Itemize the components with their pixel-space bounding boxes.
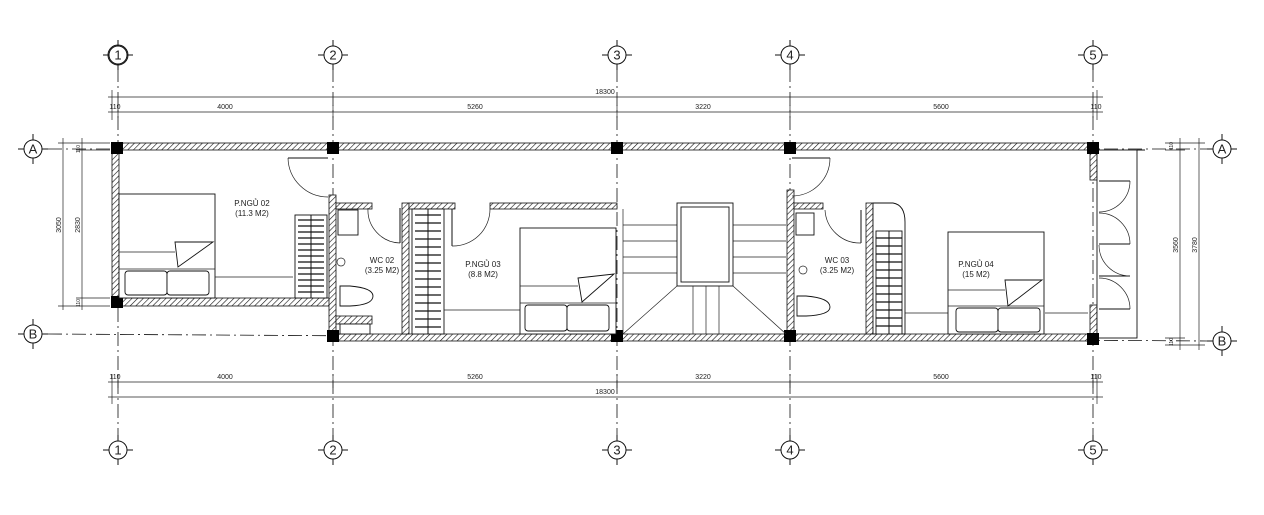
svg-text:2: 2 — [329, 443, 336, 458]
door-wc-02 — [367, 207, 401, 244]
room-name-wc-03: WC 03 — [825, 256, 850, 265]
svg-text:4: 4 — [786, 48, 793, 63]
axis-bubble-b-left: B — [18, 319, 48, 349]
bed-02 — [118, 193, 293, 299]
dimension-right: 3560 3780 110 110 — [1165, 138, 1205, 350]
bed-04 — [947, 231, 1045, 335]
svg-text:A: A — [1218, 142, 1227, 157]
axis-bubble-4: 4 — [775, 40, 805, 70]
door-bedroom-04 — [791, 157, 831, 197]
svg-text:B: B — [1218, 334, 1227, 349]
room-name-wc-02: WC 02 — [370, 256, 395, 265]
svg-text:3: 3 — [613, 48, 620, 63]
svg-text:2830: 2830 — [75, 217, 82, 233]
columns — [111, 142, 1099, 345]
wardrobe-03 — [411, 208, 520, 335]
svg-text:5260: 5260 — [467, 374, 483, 381]
svg-text:18300: 18300 — [595, 89, 615, 96]
svg-text:110: 110 — [109, 104, 120, 111]
room-area-bedroom-04: (15 M2) — [962, 270, 990, 279]
room-labels: P.NGỦ 02 (11.3 M2) WC 02 (3.25 M2) P.NGỦ… — [234, 199, 994, 279]
axis-bubble-5-bottom: 5 — [1078, 435, 1108, 465]
svg-text:2: 2 — [329, 48, 336, 63]
doors — [287, 157, 1131, 310]
svg-text:5: 5 — [1089, 443, 1096, 458]
svg-text:18300: 18300 — [595, 389, 615, 396]
dimension-top: 18300 110 4000 5260 3220 5600 110 — [108, 89, 1103, 120]
svg-text:5600: 5600 — [933, 374, 949, 381]
axis-bubble-2-bottom: 2 — [318, 435, 348, 465]
wardrobe-02 — [294, 214, 328, 299]
svg-text:110: 110 — [1169, 338, 1175, 346]
axis-bubble-4-bottom: 4 — [775, 435, 805, 465]
room-name-bedroom-02: P.NGỦ 02 — [234, 199, 270, 208]
svg-text:A: A — [29, 142, 38, 157]
staircase — [622, 202, 787, 335]
svg-text:3220: 3220 — [695, 104, 711, 111]
svg-text:3560: 3560 — [1173, 237, 1180, 253]
wardrobe-04 — [872, 202, 1088, 335]
svg-text:3050: 3050 — [56, 217, 63, 233]
wc-03-fixtures — [795, 212, 831, 317]
svg-text:1: 1 — [114, 48, 121, 63]
axis-bubble-1-bottom: 1 — [103, 435, 133, 465]
axis-bubble-5: 5 — [1078, 40, 1108, 70]
svg-text:3: 3 — [613, 443, 620, 458]
svg-text:4000: 4000 — [217, 374, 233, 381]
room-area-bedroom-03: (8.8 M2) — [468, 270, 498, 279]
balcony-doors — [1098, 180, 1131, 310]
svg-text:5260: 5260 — [467, 104, 483, 111]
room-area-wc-03: (3.25 M2) — [820, 266, 855, 275]
svg-text:4000: 4000 — [217, 104, 233, 111]
row-bubbles: A B A B — [18, 134, 1237, 356]
dimension-left: 3050 2830 110 110 — [56, 138, 110, 310]
axis-bubble-3-bottom: 3 — [602, 435, 632, 465]
svg-text:B: B — [29, 327, 38, 342]
svg-text:3780: 3780 — [1192, 237, 1199, 253]
room-area-wc-02: (3.25 M2) — [365, 266, 400, 275]
svg-text:1: 1 — [114, 443, 121, 458]
grid-bubbles-bottom: 1 2 3 4 5 — [103, 435, 1108, 465]
axis-bubble-a-right: A — [1207, 134, 1237, 164]
svg-text:110: 110 — [76, 299, 82, 307]
svg-text:110: 110 — [76, 145, 82, 153]
door-bedroom-02 — [287, 157, 329, 198]
svg-text:4: 4 — [786, 443, 793, 458]
axis-bubble-1: 1 — [103, 40, 133, 70]
svg-text:3220: 3220 — [695, 374, 711, 381]
wc-02-fixtures — [335, 209, 374, 335]
svg-text:110: 110 — [1090, 104, 1101, 111]
svg-text:5: 5 — [1089, 48, 1096, 63]
axis-bubble-2: 2 — [318, 40, 348, 70]
axis-bubble-3: 3 — [602, 40, 632, 70]
svg-text:110: 110 — [1169, 142, 1175, 150]
dimension-bottom: 110 4000 5260 3220 5600 110 18300 — [108, 374, 1103, 404]
svg-text:110: 110 — [1090, 374, 1101, 381]
svg-text:110: 110 — [109, 374, 120, 381]
room-name-bedroom-03: P.NGỦ 03 — [465, 260, 501, 269]
grid-bubbles-top: 1 2 3 4 5 — [103, 40, 1108, 70]
room-area-bedroom-02: (11.3 M2) — [235, 209, 269, 218]
axis-bubble-a-left: A — [18, 134, 48, 164]
svg-text:5600: 5600 — [933, 104, 949, 111]
door-bedroom-03 — [451, 208, 491, 247]
axis-bubble-b-right: B — [1207, 326, 1237, 356]
room-name-bedroom-04: P.NGỦ 04 — [958, 260, 994, 269]
door-wc-03 — [824, 209, 862, 244]
bed-03 — [519, 227, 617, 335]
